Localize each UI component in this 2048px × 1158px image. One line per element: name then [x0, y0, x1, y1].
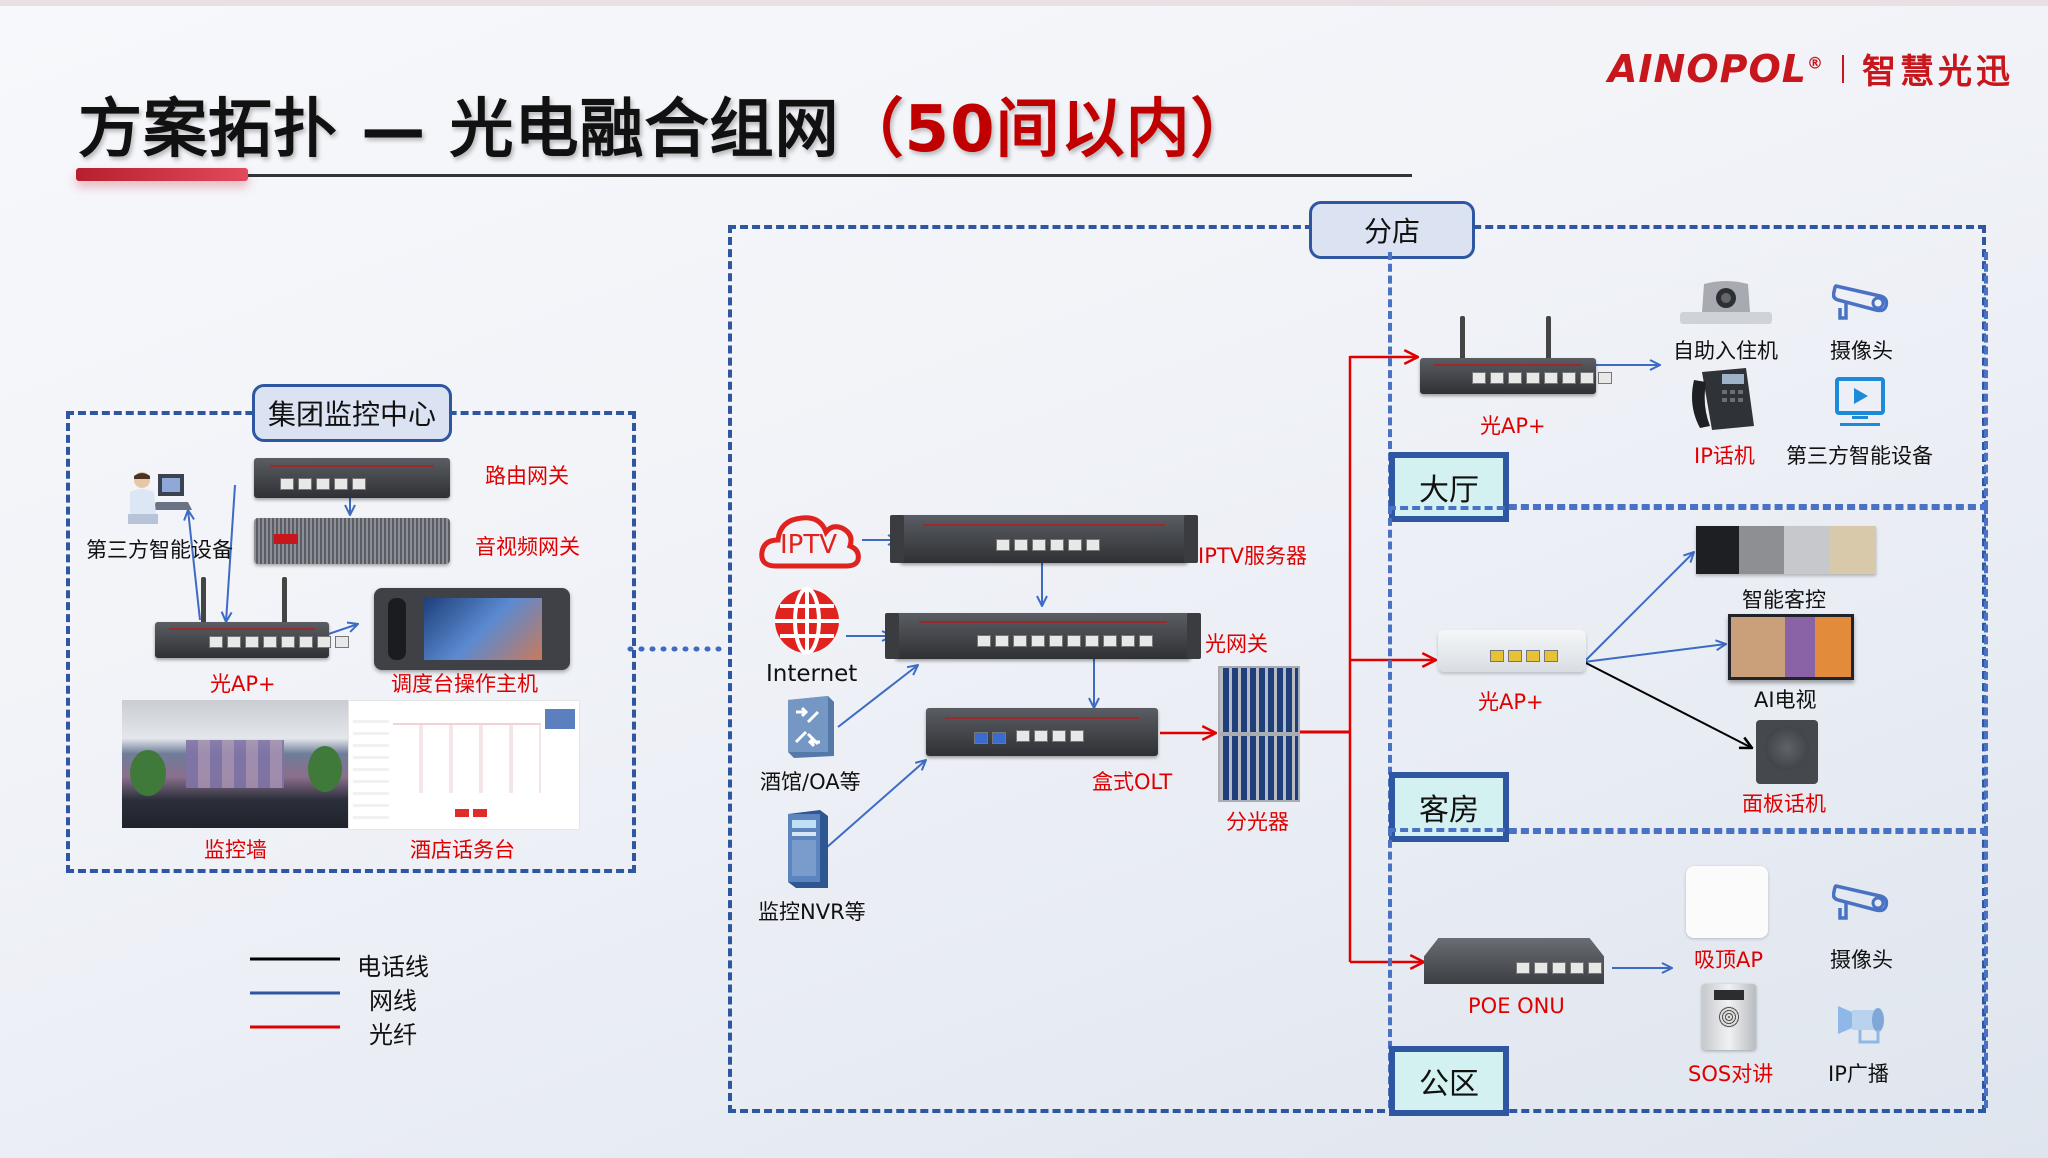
router-gateway-label: 路由网关 [485, 464, 569, 488]
title-main: 方案拓扑 — 光电融合组网 [78, 93, 840, 167]
title-underline [248, 174, 1412, 177]
logo-reg-mark: ® [1807, 52, 1825, 72]
ip-phone-icon [1692, 368, 1754, 430]
nvr-server-icon [788, 810, 828, 888]
ai-tv-image [1728, 614, 1854, 680]
lobby-device-label: 摄像头 [1830, 339, 1893, 363]
smart-room-control-image [1696, 526, 1876, 574]
room-device-label: AI电视 [1754, 688, 1817, 712]
logo-separator [1842, 54, 1845, 83]
lobby-optical-ap-device[interactable] [1420, 358, 1612, 394]
security-camera-icon [1832, 284, 1889, 320]
poe-onu-label: POE ONU [1468, 994, 1565, 1018]
zone-lobby-tag: 大厅 [1389, 452, 1509, 522]
link-nvr-to-olt [825, 760, 926, 849]
splitter-device[interactable] [1218, 734, 1300, 802]
internet-label: Internet [766, 661, 858, 687]
dispatch-console-device[interactable] [374, 588, 570, 670]
antenna [1546, 316, 1551, 360]
center-optical-ap-label: 光AP+ [210, 672, 276, 696]
public-device-label: 吸顶AP [1694, 948, 1764, 972]
legend-label-network: 网线 [369, 987, 417, 1015]
link-room-ap-to-tv [1583, 644, 1726, 663]
router-gateway-device[interactable] [254, 458, 450, 498]
public-device-label: SOS对讲 [1688, 1062, 1774, 1086]
av-gateway-device[interactable] [254, 518, 450, 564]
room-ap-label: 光AP+ [1478, 690, 1544, 714]
link-oa-to-gateway [837, 665, 918, 728]
self-checkin-kiosk-icon [1680, 281, 1772, 324]
nvr-label: 监控NVR等 [758, 900, 866, 924]
cloud-iptv-icon [759, 515, 861, 569]
operator-computer-icon [128, 472, 192, 524]
logo-slogan: 智慧光迅 [1862, 52, 2015, 92]
play-monitor-icon [1835, 377, 1885, 426]
network-switch-icon [788, 696, 834, 758]
room-device-label: 面板话机 [1742, 792, 1826, 816]
center-optical-ap-device[interactable] [155, 622, 349, 658]
public-device-label: 摄像头 [1830, 948, 1893, 972]
hotel-switchboard-image [348, 700, 580, 830]
antenna [282, 577, 287, 625]
panel-phone-image [1756, 720, 1818, 784]
zone-public-tag: 公区 [1389, 1046, 1509, 1116]
title-highlight: （50间以内） [839, 93, 1256, 167]
lobby-device-label: 第三方智能设备 [1786, 444, 1933, 468]
zone-room-box [1388, 506, 1988, 834]
lobby-device-label: 自助入住机 [1673, 339, 1778, 363]
poe-onu-device[interactable] [1424, 938, 1604, 984]
antenna [201, 577, 206, 625]
brand-logo: AINOPOL® 智慧光迅 [1608, 44, 2014, 93]
ceiling-ap-image [1686, 866, 1768, 938]
link-ap-to-thirdparty [188, 510, 201, 621]
antenna [1460, 316, 1465, 360]
globe-icon [775, 587, 839, 655]
optical-gateway-device[interactable] [885, 613, 1201, 659]
room-device-label: 智能客控 [1742, 588, 1826, 612]
logo-brand: AINOPOL® [1608, 47, 1824, 91]
logo-brand-text: AINOPOL [1608, 46, 1808, 91]
third-party-label: 第三方智能设备 [86, 538, 233, 562]
splitter-device[interactable] [1218, 666, 1300, 734]
optical-gateway-label: 光网关 [1205, 632, 1268, 656]
av-gateway-label: 音视频网关 [475, 535, 580, 559]
hotel-oa-label: 酒馆/OA等 [760, 770, 861, 794]
page-title: 方案拓扑 — 光电融合组网（50间以内） [78, 78, 1256, 170]
dispatch-console-label: 调度台操作主机 [391, 672, 538, 696]
iptv-server-device[interactable] [890, 515, 1198, 563]
iptv-server-label: IPTV服务器 [1198, 544, 1308, 568]
box-olt-device[interactable] [926, 708, 1158, 756]
iptv-cloud-label: IPTV [780, 530, 838, 560]
hotel-switchboard-label: 酒店话务台 [410, 838, 515, 862]
security-camera-icon [1832, 884, 1889, 920]
box-olt-label: 盒式OLT [1092, 770, 1173, 794]
public-device-label: IP广播 [1828, 1062, 1889, 1086]
top-border [0, 0, 2048, 6]
legend-label-phone: 电话线 [357, 953, 429, 981]
room-optical-ap-device[interactable] [1438, 630, 1586, 672]
legend-label-fiber: 光纤 [369, 1021, 417, 1049]
monitor-wall-image [122, 700, 348, 828]
group-center-title: 集团监控中心 [252, 384, 452, 442]
monitor-wall-label: 监控墙 [204, 838, 267, 862]
link-room-ap-to-control [1583, 552, 1694, 663]
branch-title: 分店 [1309, 201, 1475, 259]
splitter-label: 分光器 [1226, 810, 1289, 834]
zone-public-box [1388, 828, 1988, 1108]
lobby-device-label: IP话机 [1694, 444, 1755, 468]
title-accent-bar [76, 168, 248, 181]
horn-speaker-icon [1838, 1006, 1884, 1044]
link-router-to-ap [226, 484, 236, 622]
lobby-ap-label: 光AP+ [1480, 414, 1546, 438]
link-room-ap-to-phone [1583, 661, 1752, 748]
sos-intercom-image [1702, 984, 1756, 1050]
